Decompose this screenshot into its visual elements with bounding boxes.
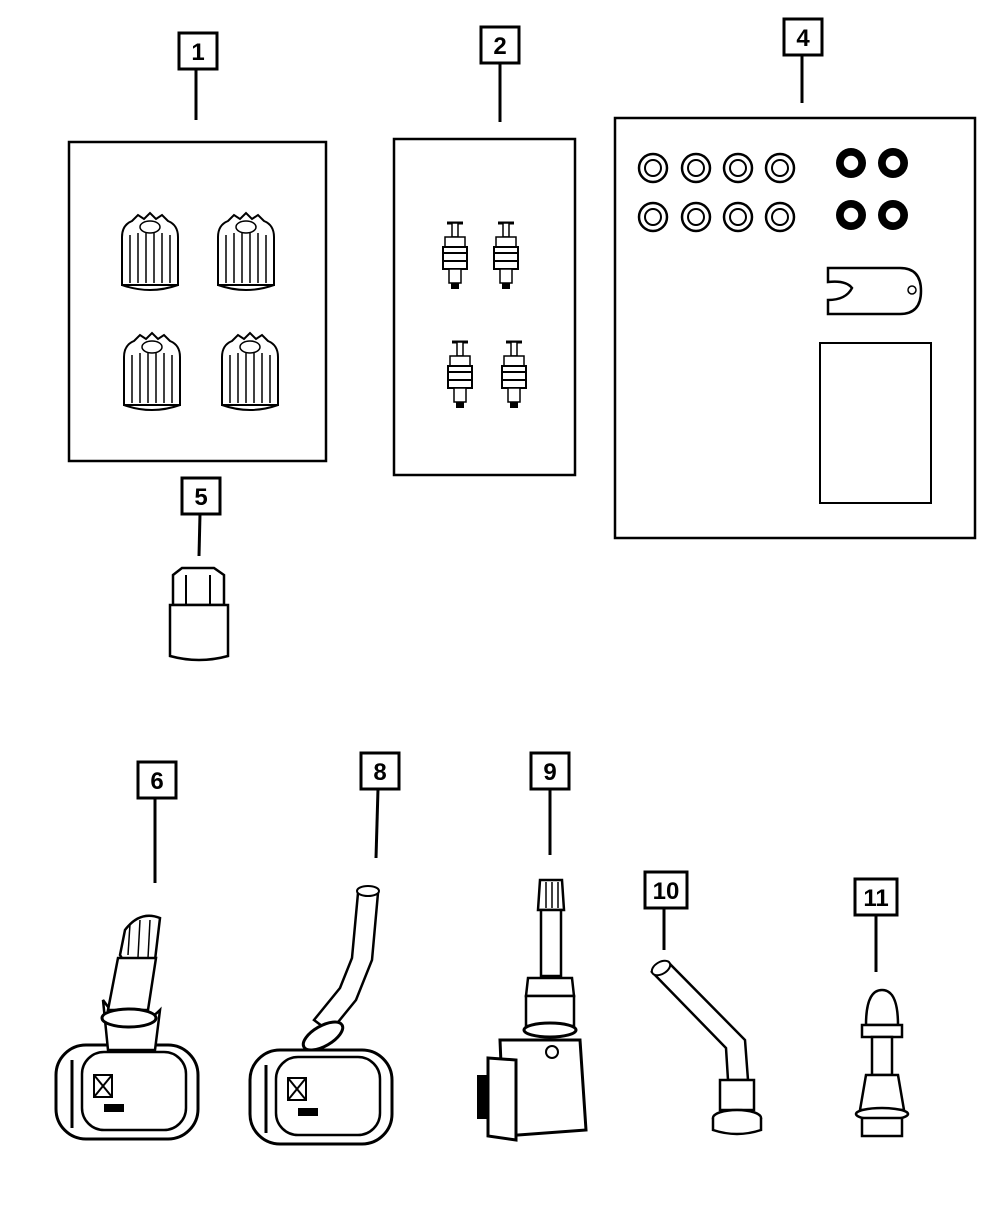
instruction-sheet-icon xyxy=(819,342,932,504)
tool-plate-icon xyxy=(826,266,923,316)
valve-cores-panel xyxy=(392,137,577,477)
callout-11: 11 xyxy=(853,877,899,972)
callout-4: 4 xyxy=(782,17,824,103)
callout-5-label: 5 xyxy=(194,484,207,511)
seal-ring-icon xyxy=(877,199,909,231)
hex-nut-icon xyxy=(168,566,230,662)
callout-9-label: 9 xyxy=(543,759,556,786)
tpms-sensor-bent-stem-icon xyxy=(248,885,394,1146)
seal-ring-icon xyxy=(835,147,867,179)
bent-valve-stem-icon xyxy=(650,959,763,1136)
grommet-icon xyxy=(722,201,754,233)
grommet-icon xyxy=(764,152,796,184)
grommet-icon xyxy=(722,152,754,184)
valve-cap-icon xyxy=(221,332,279,411)
callout-2: 2 xyxy=(479,25,521,122)
valve-cap-icon xyxy=(123,332,181,411)
tpms-sensor-straight-stem-icon xyxy=(477,878,588,1142)
callout-5: 5 xyxy=(180,476,222,557)
callout-8-label: 8 xyxy=(373,759,386,786)
callout-1: 1 xyxy=(177,31,219,120)
callout-11-label: 11 xyxy=(863,885,888,912)
grommet-icon xyxy=(637,201,669,233)
tpms-sensor-rubber-stem-icon xyxy=(54,914,200,1141)
grommet-icon xyxy=(680,152,712,184)
valve-stem-caps-panel xyxy=(67,140,328,463)
callout-10: 10 xyxy=(643,870,689,950)
callout-2-label: 2 xyxy=(493,33,506,60)
seal-ring-icon xyxy=(877,147,909,179)
grommet-icon xyxy=(680,201,712,233)
grommet-icon xyxy=(637,152,669,184)
seal-ring-icon xyxy=(835,199,867,231)
callout-10-label: 10 xyxy=(653,878,680,905)
valve-cap-icon xyxy=(121,212,179,291)
callout-6: 6 xyxy=(136,760,178,883)
callout-9: 9 xyxy=(529,751,571,855)
callout-4-label: 4 xyxy=(796,25,810,52)
snap-in-valve-stem-icon xyxy=(854,988,910,1138)
callout-8: 8 xyxy=(359,751,401,859)
valve-cap-icon xyxy=(217,212,275,291)
grommet-icon xyxy=(764,201,796,233)
grommet-kit-panel xyxy=(613,116,977,540)
callout-6-label: 6 xyxy=(150,768,163,795)
callout-1-label: 1 xyxy=(191,39,204,66)
